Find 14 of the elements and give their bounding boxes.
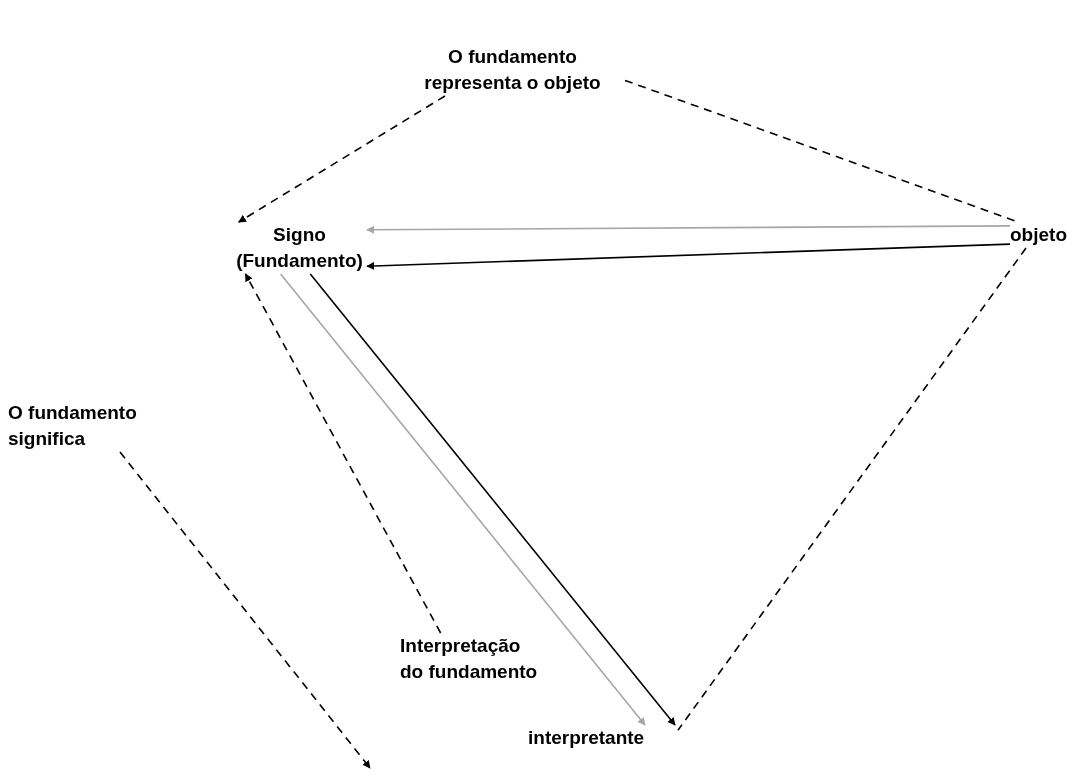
arrow: [279, 273, 646, 726]
arrow: [119, 451, 371, 769]
node-label: Signo (Fundamento): [232, 222, 367, 274]
node-label: O fundamento representa o objeto: [400, 44, 625, 96]
node-label: objeto: [1010, 222, 1090, 248]
node-label: Interpretação do fundamento: [400, 633, 545, 685]
node-label: O fundamento significa: [8, 400, 168, 452]
arrow: [366, 225, 1011, 234]
arrow: [244, 273, 442, 634]
node-label: interpretante: [528, 725, 678, 751]
arrow: [237, 95, 446, 223]
connector-line: [677, 247, 1027, 731]
arrow: [309, 273, 676, 726]
arrow: [366, 243, 1011, 270]
